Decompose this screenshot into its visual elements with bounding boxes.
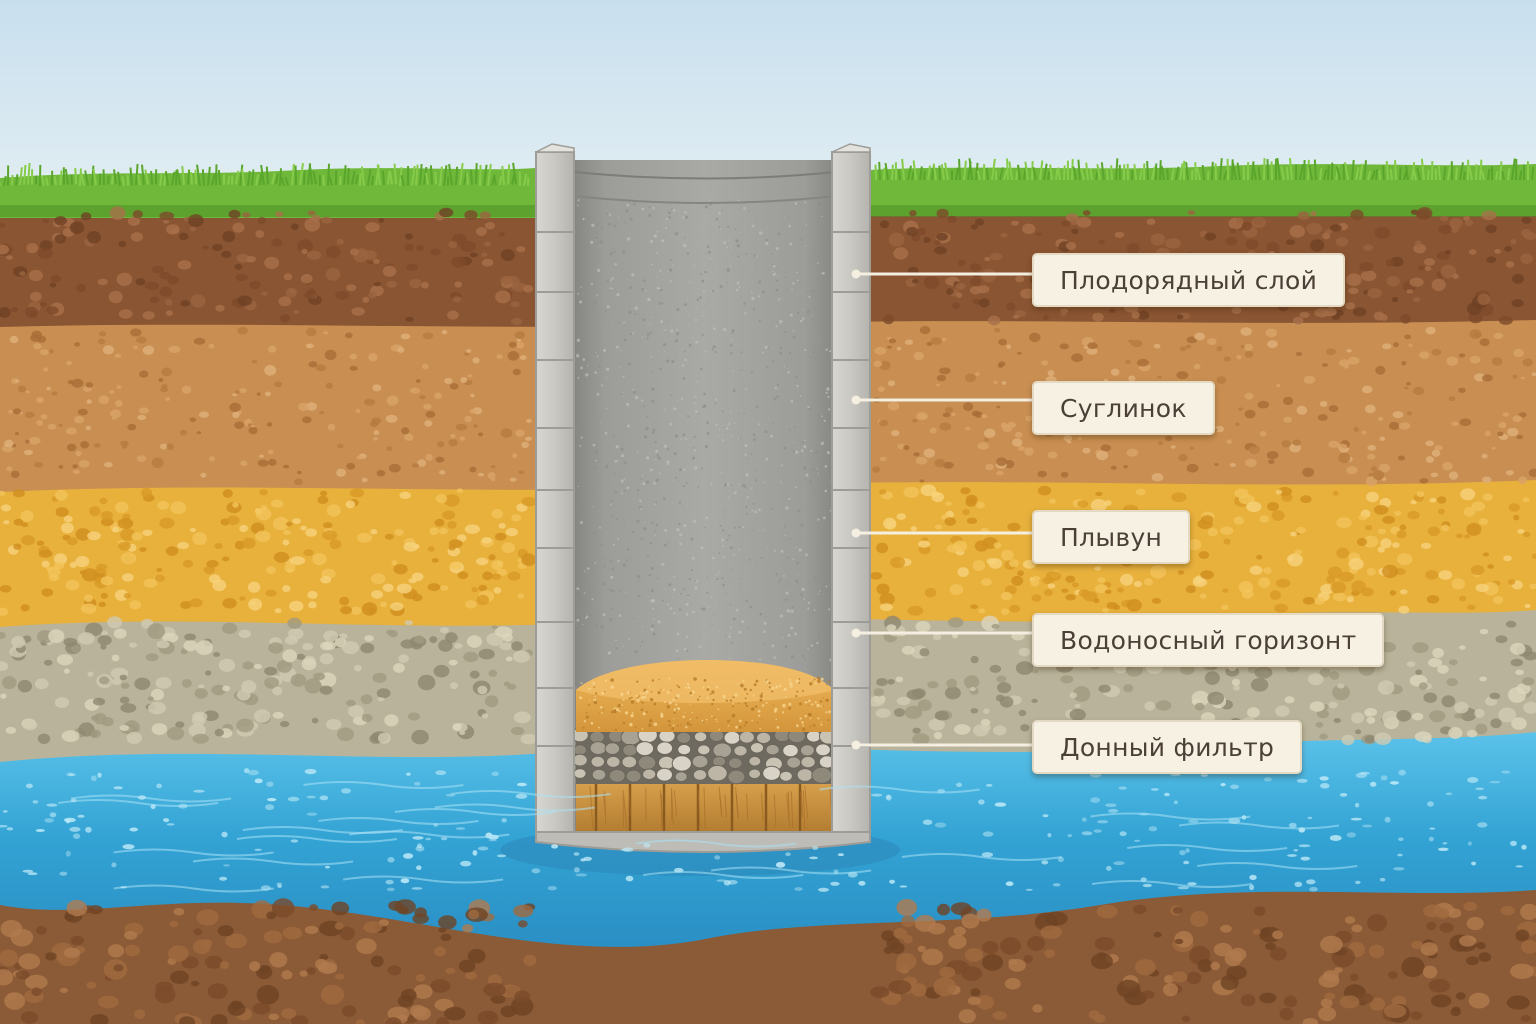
label-topsoil: Плодорядный слой bbox=[1032, 253, 1345, 307]
label-quicksand: Плывун bbox=[1032, 510, 1190, 564]
label-loam: Суглинок bbox=[1032, 381, 1215, 435]
well-wall-right bbox=[832, 144, 870, 840]
well-wall-left bbox=[536, 144, 574, 840]
label-bottom-filter: Донный фильтр bbox=[1032, 720, 1302, 774]
wooden-base bbox=[576, 780, 834, 836]
label-aquifer: Водоносный горизонт bbox=[1032, 613, 1384, 667]
gravel-filter bbox=[572, 726, 839, 784]
